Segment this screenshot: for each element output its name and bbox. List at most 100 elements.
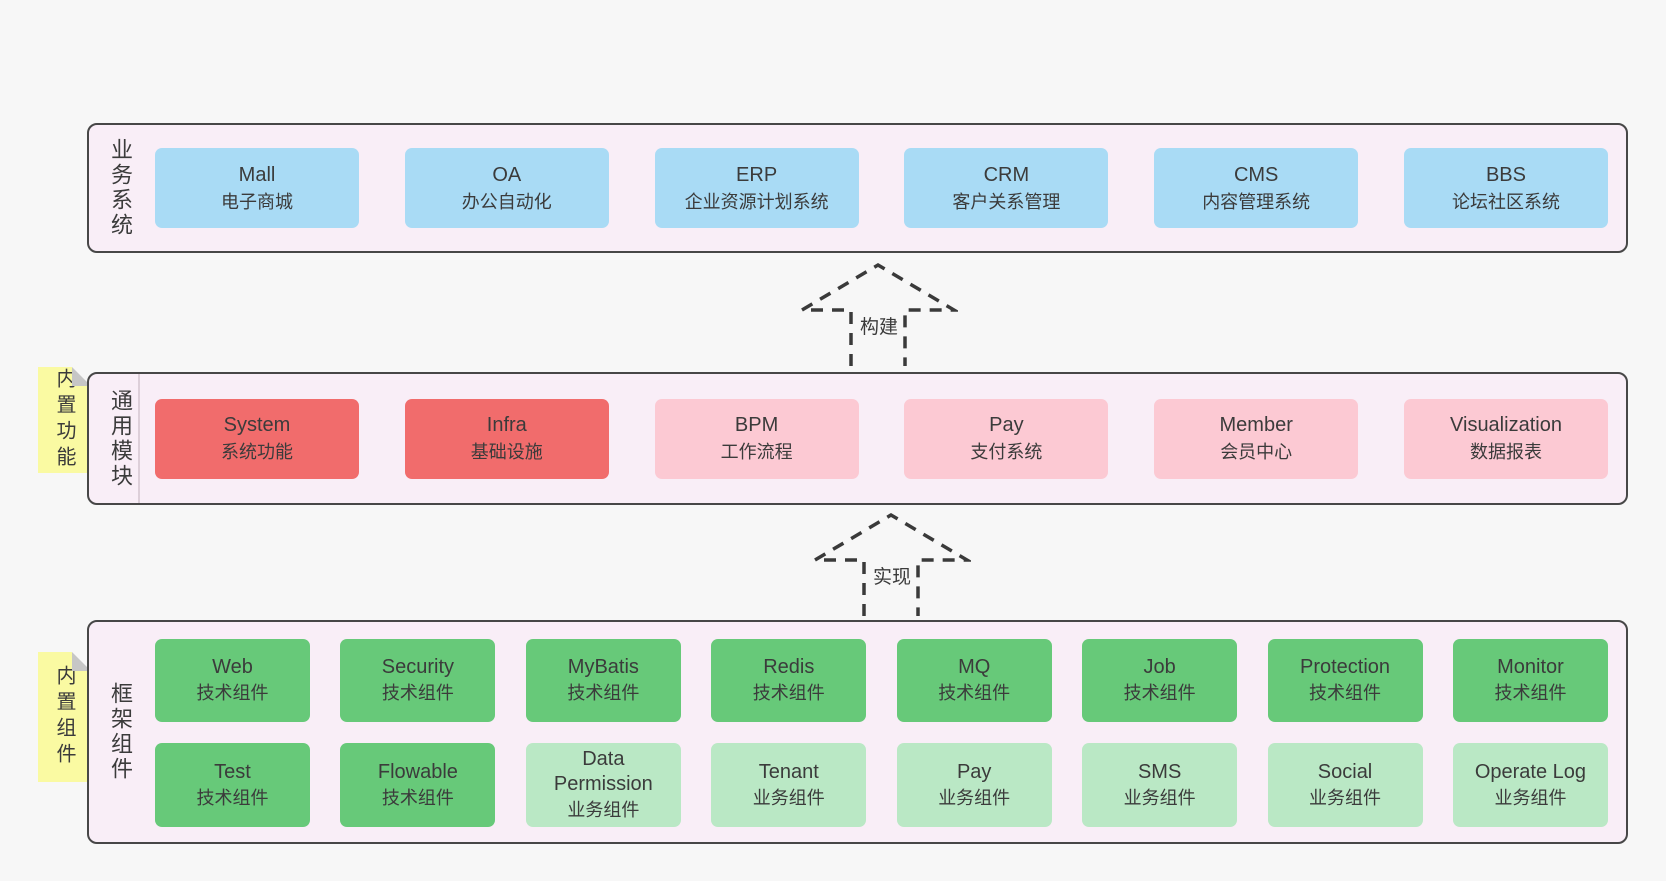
module-description: 业务组件 [1494,787,1567,808]
module-box-framework-components-redis: Redis 技术组件 [711,639,867,722]
module-description: 技术组件 [196,683,269,703]
sticky-note-label: 内置组件 [53,665,75,769]
module-name: BBS [1485,163,1526,186]
arrow-label-implement: 实现 [868,562,916,589]
sticky-note-builtin-features: 内置功能 [38,367,91,473]
band-label-text: 业务系统 [108,138,133,238]
module-name: Web [212,656,253,678]
module-name: SMS [1137,760,1182,783]
band-business-systems: 业务系统 Mall 电子商城 OA 办公自动化 ERP 企业资源计划系统 CRM 客户关系管理… [87,123,1628,253]
module-box-framework-components-social: Social 业务组件 [1267,743,1423,827]
band-label-text: 通用模块 [108,388,133,489]
module-name: Operate Log [1474,760,1587,783]
module-description: 基础设施 [470,442,543,462]
module-box-framework-components-mybatis: MyBatis 技术组件 [525,639,681,722]
module-description: 系统功能 [221,442,293,462]
module-description: 技术组件 [938,683,1011,703]
module-box-framework-components-operate-log: Operate Log 业务组件 [1452,743,1608,827]
module-description: 业务组件 [567,800,640,820]
module-name: System [223,414,291,436]
module-name: OA [492,163,522,186]
module-box-business-systems-cms: CMS 内容管理系统 [1154,148,1359,228]
module-box-business-systems-crm: CRM 客户关系管理 [904,148,1109,228]
module-name: Member [1219,414,1293,436]
module-name: BPM [734,414,779,436]
module-box-framework-components-web: Web 技术组件 [155,639,310,722]
sticky-note-builtin-components: 内置组件 [38,652,91,782]
module-description: 业务组件 [938,787,1011,808]
module-box-business-systems-mall: Mall 电子商城 [155,148,359,228]
module-description: 技术组件 [1494,683,1567,703]
module-description: 企业资源计划系统 [684,191,829,212]
module-name: Infra [486,414,527,436]
module-description: 业务组件 [1309,787,1382,808]
business-systems-row-1: Mall 电子商城 OA 办公自动化 ERP 企业资源计划系统 CRM 客户关系管理 CMS 内容… [155,125,1608,251]
band-label-text: 框架组件 [108,682,133,782]
module-name: Monitor [1497,656,1564,678]
module-name: MQ [958,656,991,678]
module-name: Security [381,656,455,678]
band-label: 业务系统 [89,125,151,251]
module-name: Test [214,760,251,783]
module-description: 数据报表 [1469,442,1542,462]
module-box-framework-components-data-permission: Data Permission 业务组件 [525,743,681,827]
module-description: 技术组件 [567,683,640,703]
module-description: 业务组件 [752,787,825,808]
module-name: CRM [983,163,1030,186]
module-name: Data Permission [553,748,653,795]
module-name: Mall [238,163,276,186]
module-box-business-systems-oa: OA 办公自动化 [404,148,609,228]
module-box-framework-components-tenant: Tenant 业务组件 [711,743,867,827]
up-arrow-implement-icon [811,512,971,616]
module-box-framework-components-pay: Pay 业务组件 [896,743,1052,827]
module-description: 工作流程 [720,442,793,462]
module-description: 技术组件 [381,683,454,703]
band-common-modules: 通用模块 System 系统功能 Infra 基础设施 BPM 工作流程 Pay 支付系统 Me… [87,372,1628,505]
module-name: Job [1143,656,1176,678]
module-description: 支付系统 [970,442,1043,462]
module-name: Social [1317,760,1373,783]
module-name: Tenant [758,760,819,783]
module-description: 电子商城 [221,191,293,212]
module-name: Protection [1300,656,1391,678]
module-description: 技术组件 [1123,683,1196,703]
module-box-framework-components-mq: MQ 技术组件 [896,639,1052,722]
module-description: 技术组件 [752,683,825,703]
module-name: Visualization [1450,414,1562,436]
module-name: Pay [989,414,1024,436]
module-box-common-modules-system: System 系统功能 [155,398,359,479]
module-box-framework-components-sms: SMS 业务组件 [1082,743,1238,827]
module-name: ERP [736,163,778,186]
up-arrow-build-icon [798,262,958,366]
module-box-common-modules-pay: Pay 支付系统 [904,398,1109,479]
module-name: CMS [1233,163,1279,186]
band-label: 通用模块 [89,374,151,503]
module-description: 论坛社区系统 [1451,191,1560,212]
module-description: 办公自动化 [461,191,552,212]
module-box-common-modules-bpm: BPM 工作流程 [654,398,859,479]
module-box-framework-components-monitor: Monitor 技术组件 [1452,639,1608,722]
module-name: Redis [763,656,815,678]
module-box-common-modules-infra: Infra 基础设施 [404,398,609,479]
module-description: 业务组件 [1123,787,1196,808]
module-box-framework-components-security: Security 技术组件 [340,639,496,722]
module-name: Pay [956,760,992,783]
module-name: MyBatis [567,656,639,678]
band-label: 框架组件 [89,622,151,842]
module-name: Flowable [377,760,458,783]
module-box-common-modules-visualization: Visualization 数据报表 [1403,398,1608,479]
arrow-label-build: 构建 [855,312,903,339]
module-description: 内容管理系统 [1202,191,1311,212]
sticky-note-label: 内置功能 [53,368,75,472]
module-box-framework-components-job: Job 技术组件 [1082,639,1238,722]
module-box-business-systems-erp: ERP 企业资源计划系统 [654,148,859,228]
module-box-business-systems-bbs: BBS 论坛社区系统 [1403,148,1608,228]
module-description: 技术组件 [381,787,454,808]
module-description: 客户关系管理 [952,191,1061,212]
